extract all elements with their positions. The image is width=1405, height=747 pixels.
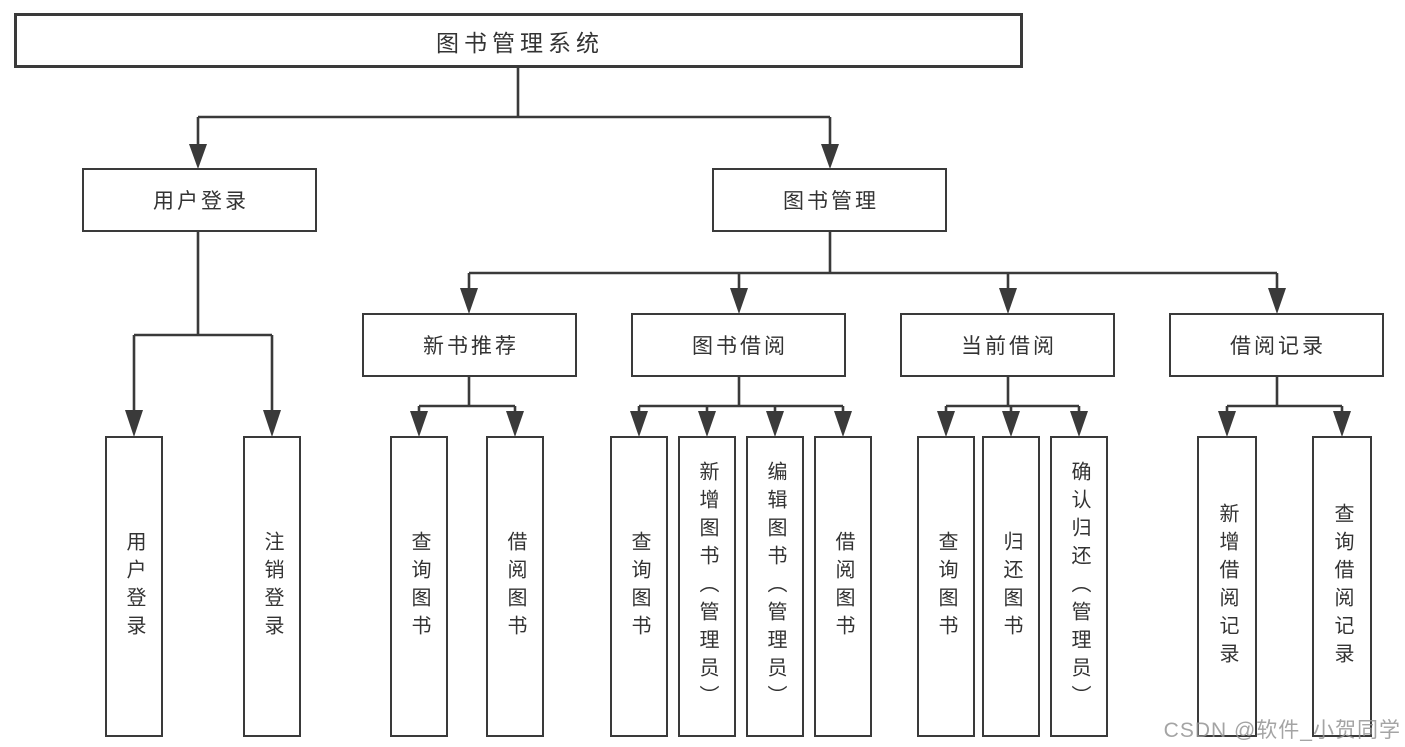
arrow-down-icon [1218,411,1236,437]
connector-book-borrow [637,377,845,413]
connector-borrow-records [1225,377,1344,413]
arrow-down-icon [263,410,281,437]
node-user-login: 用户登录 [82,168,317,232]
arrow-down-icon [730,288,748,314]
arrow-down-icon [1333,411,1351,437]
arrow-down-icon [410,411,428,437]
arrow-down-icon [766,411,784,437]
connector-new-book [417,377,517,413]
leaf-return-book: 归还图书 [982,436,1040,737]
leaf-query-books-borrow: 查询图书 [610,436,668,737]
arrow-down-icon [1268,288,1286,314]
leaf-add-borrow-record: 新增借阅记录 [1197,436,1257,737]
leaf-borrow-books: 借阅图书 [814,436,872,737]
arrow-down-icon [698,411,716,437]
arrow-down-icon [821,144,839,169]
arrow-down-icon [189,144,207,169]
arrow-down-icon [460,288,478,314]
csdn-watermark: CSDN @软件_小贺同学 [1163,719,1401,742]
node-book-management: 图书管理 [712,168,947,232]
node-current-borrow: 当前借阅 [900,313,1115,377]
connector-user-login [132,232,274,412]
arrowhead-icons [125,144,1351,437]
leaf-add-book-admin: 新增图书（管理员） [678,436,736,737]
leaf-confirm-return-admin: 确认归还（管理员） [1050,436,1108,737]
node-new-book-recommend: 新书推荐 [362,313,577,377]
arrow-down-icon [125,410,143,437]
leaf-query-borrow-record: 查询借阅记录 [1312,436,1372,737]
leaf-user-login: 用户登录 [105,436,163,737]
leaf-query-books-current: 查询图书 [917,436,975,737]
arrow-down-icon [999,288,1017,314]
leaf-query-books-recommend: 查询图书 [390,436,448,737]
arrow-down-icon [937,411,955,437]
arrow-down-icon [506,411,524,437]
connector-root [196,68,832,146]
arrow-down-icon [1002,411,1020,437]
arrow-down-icon [630,411,648,437]
node-book-borrow: 图书借阅 [631,313,846,377]
arrow-down-icon [1070,411,1088,437]
connector-current-borrow [944,377,1081,413]
leaf-edit-book-admin: 编辑图书（管理员） [746,436,804,737]
arrow-down-icon [834,411,852,437]
leaf-borrow-books-recommend: 借阅图书 [486,436,544,737]
node-library-system: 图书管理系统 [14,13,1023,68]
node-borrow-records: 借阅记录 [1169,313,1384,377]
connector-book-management [467,232,1279,289]
leaf-logout: 注销登录 [243,436,301,737]
